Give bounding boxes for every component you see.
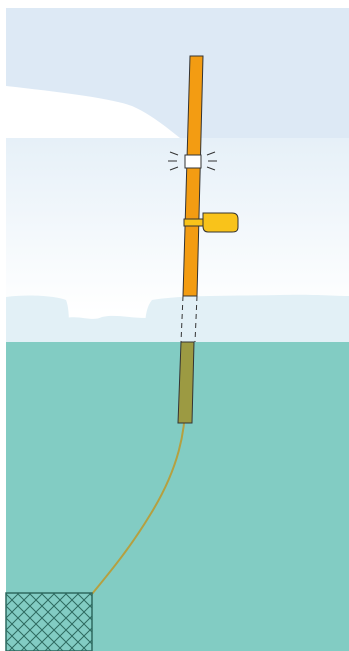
- buoy-pole: [182, 55, 204, 297]
- mooring-line: [91, 391, 187, 595]
- flag-icon: [183, 212, 239, 233]
- fog-band: [6, 138, 349, 313]
- pole-submerged: [177, 341, 195, 424]
- ice-floe-right: [145, 294, 349, 342]
- ice-floe-middle: [66, 315, 146, 342]
- pole-dashed-right: [194, 295, 198, 343]
- ice-floe-left: [6, 295, 69, 342]
- fishing-net-icon: [5, 592, 93, 651]
- pole-dashed-left: [180, 295, 184, 343]
- ice-cliff: [6, 86, 180, 138]
- beacon-light-icon: [168, 151, 217, 171]
